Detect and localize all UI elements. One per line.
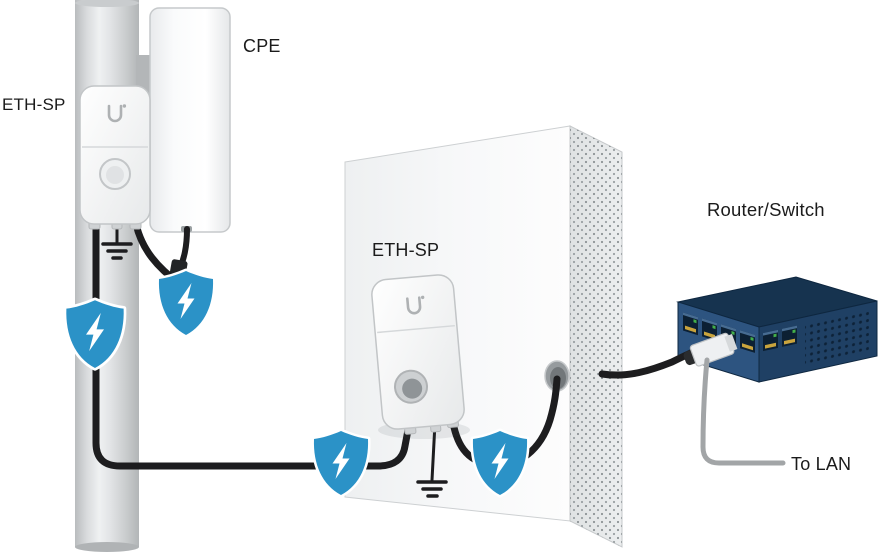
ground-symbol-wall-icon — [416, 421, 448, 498]
lightning-bolt-icon — [85, 312, 105, 352]
surge-shield-icon — [470, 428, 530, 498]
lightning-bolt-icon — [332, 443, 350, 479]
vent-holes — [805, 309, 869, 365]
label-eth-sp-pole: ETH-SP — [2, 95, 66, 114]
lightning-bolt-icon — [177, 283, 195, 319]
eth-sp-wall-device — [371, 274, 465, 435]
label-to-lan: To LAN — [791, 454, 852, 474]
lightning-bolt-icon — [491, 443, 509, 479]
cable-to-lan — [700, 357, 786, 466]
ubiquiti-logo-icon — [406, 295, 425, 315]
surge-shield-icon — [311, 428, 371, 498]
ubiquiti-logo-icon — [107, 104, 127, 123]
cable-pole-to-wall — [92, 218, 412, 470]
ethernet-ports — [763, 325, 797, 352]
rj45-connector — [683, 332, 738, 367]
label-eth-sp-wall: ETH-SP — [372, 240, 440, 260]
wall-side-texture — [570, 126, 622, 547]
label-cpe: CPE — [243, 36, 281, 56]
label-router-switch: Router/Switch — [707, 199, 825, 220]
cpe-device — [149, 7, 231, 233]
router-side-face — [758, 300, 878, 383]
eth-sp-pole-device — [79, 85, 151, 230]
surge-shield-icon — [63, 297, 127, 371]
surge-shield-icon — [156, 268, 216, 338]
